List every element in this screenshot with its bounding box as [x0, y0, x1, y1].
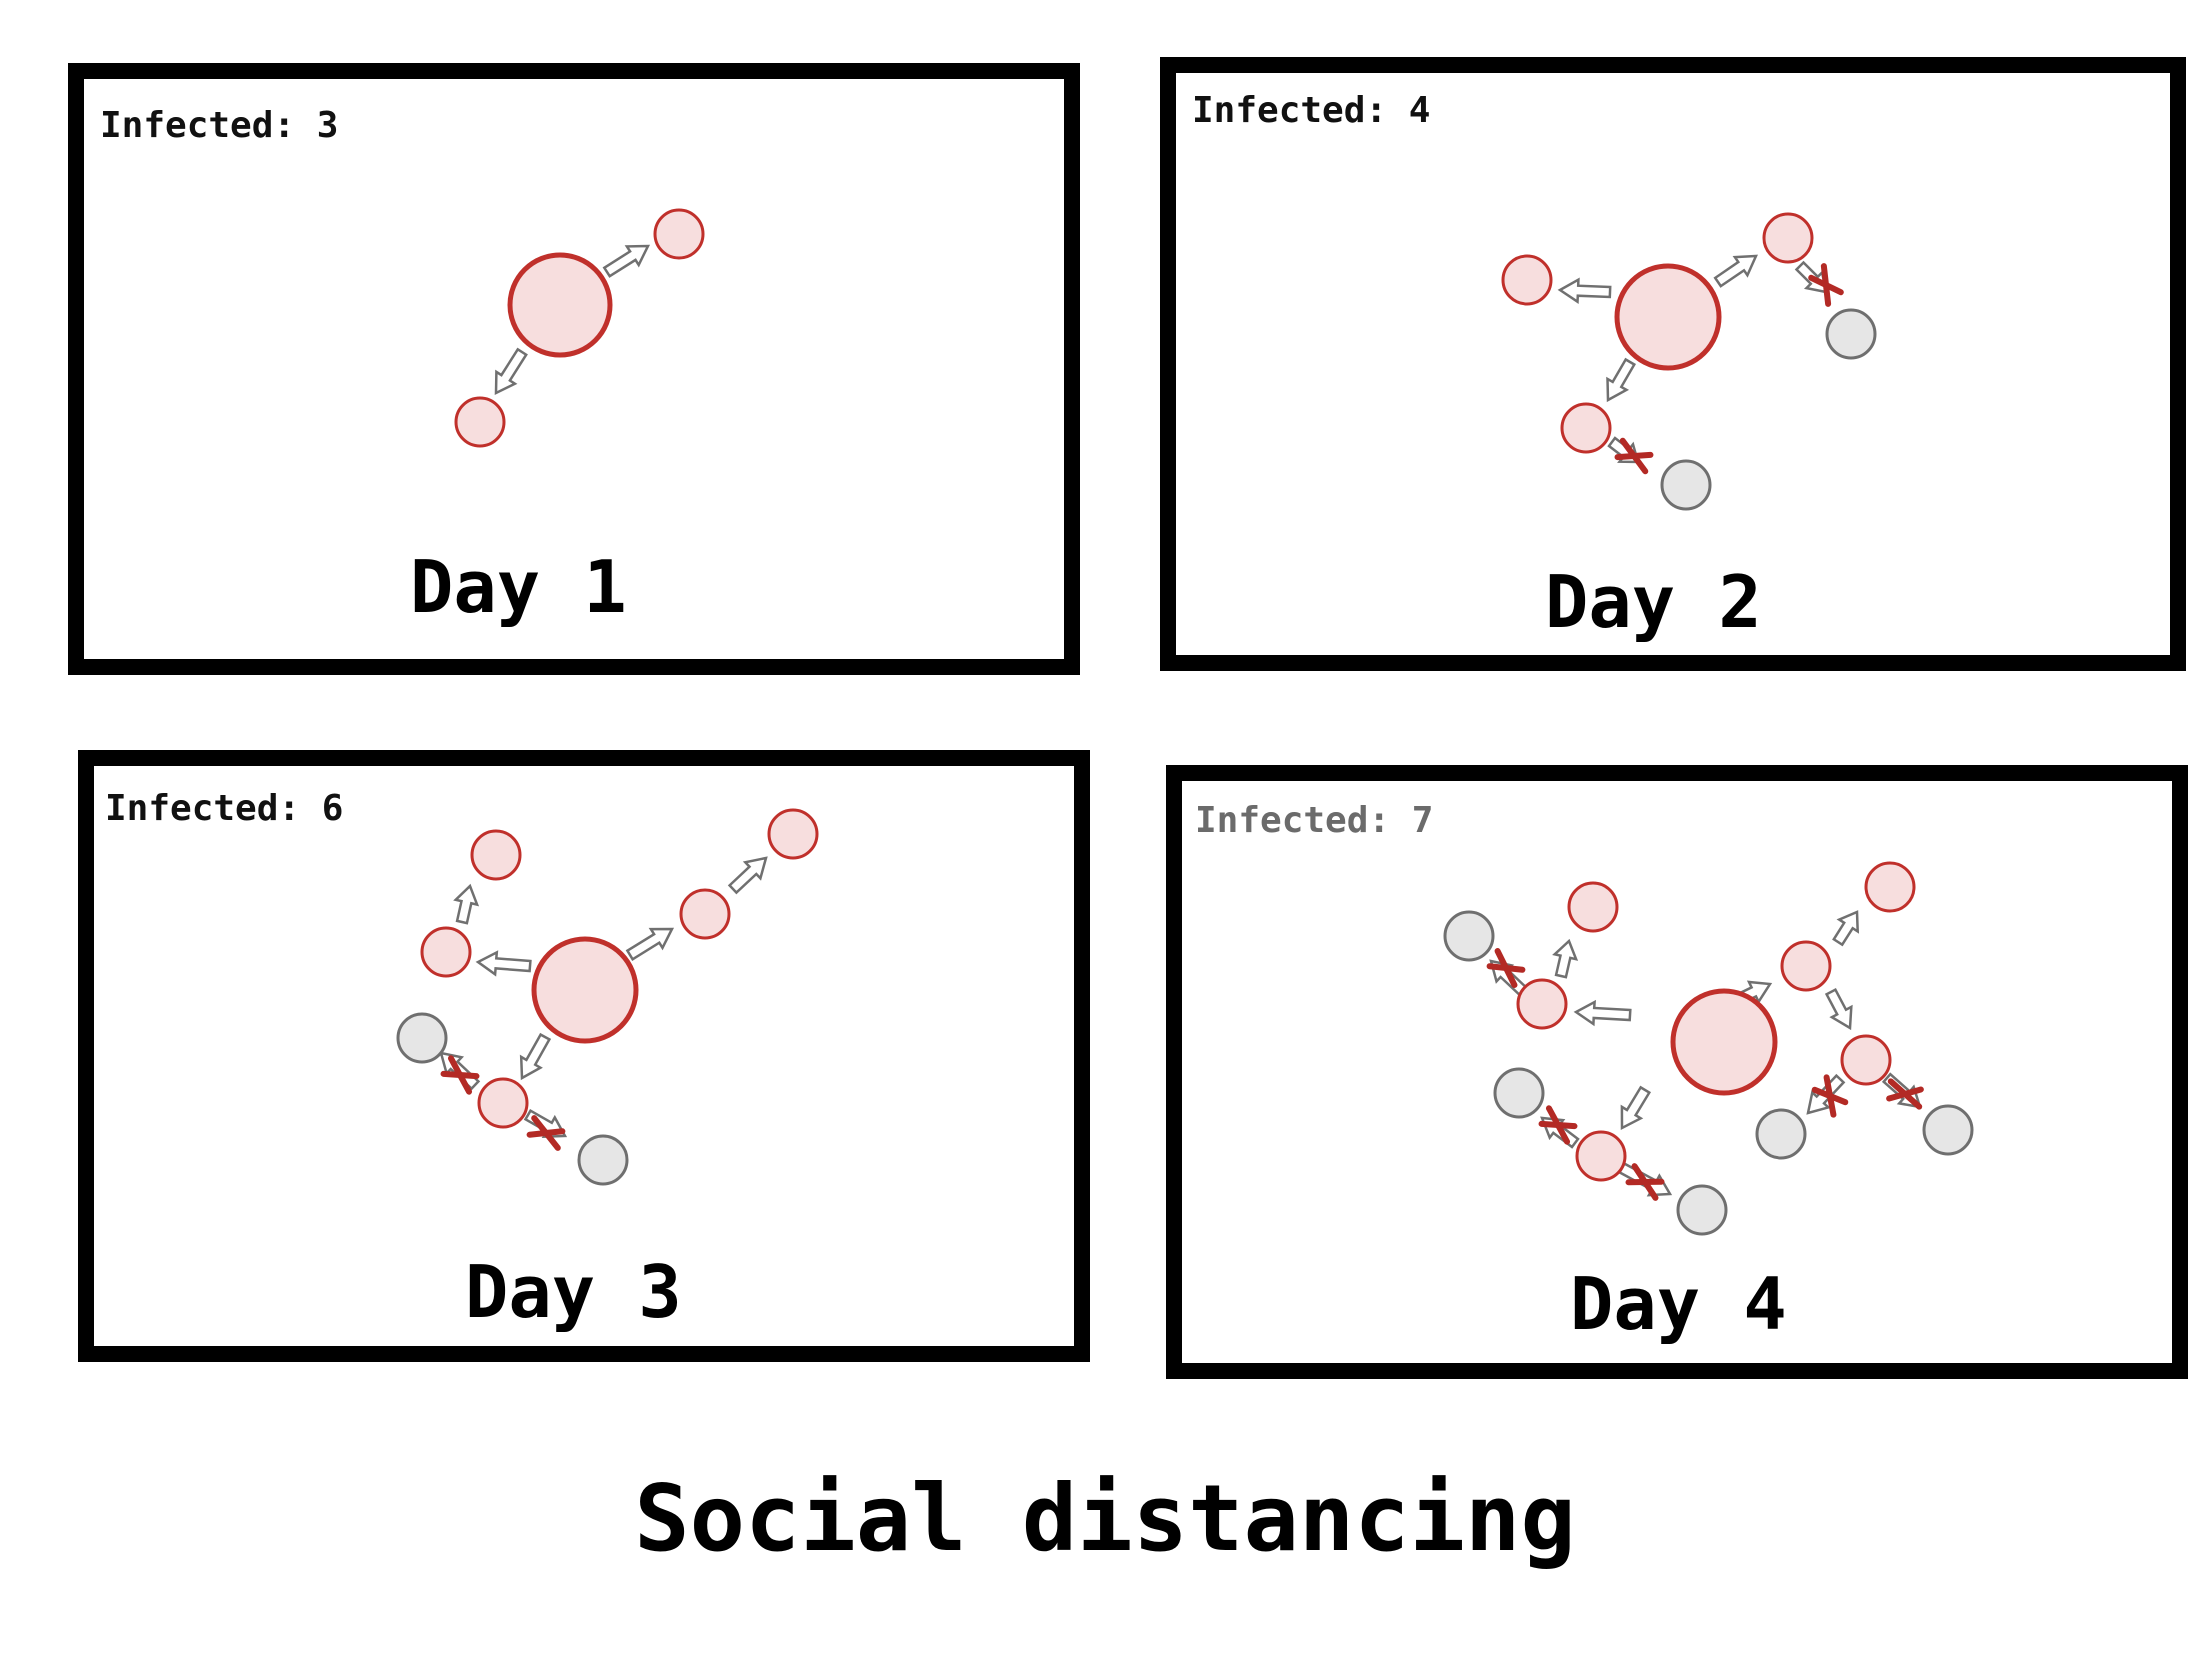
block-mark-stroke-b	[1619, 437, 1649, 475]
infected-node	[1864, 861, 1916, 913]
infected-count-day-2: Infected: 4	[1192, 90, 1431, 131]
infected-node	[1840, 1034, 1892, 1086]
arrow-2	[1573, 999, 1632, 1027]
infected-count-day-4: Infected: 7	[1195, 800, 1434, 841]
healthy-node	[1660, 459, 1712, 511]
block-mark	[1811, 1074, 1849, 1118]
block-mark-stroke-b	[531, 1115, 561, 1151]
arrow-6	[1552, 938, 1579, 979]
infected-node	[1575, 1130, 1627, 1182]
infected-count-day-3: Infected: 6	[105, 788, 344, 829]
block-mark	[440, 1055, 480, 1095]
arrow-1	[1713, 254, 1758, 288]
block-mark	[526, 1115, 566, 1151]
infected-node-source	[531, 936, 639, 1044]
day-label-4: Day 4	[1570, 1262, 1787, 1346]
network-day-1	[454, 208, 705, 448]
network-day-2	[1501, 212, 1877, 511]
infected-node	[454, 396, 506, 448]
healthy-node	[577, 1134, 629, 1186]
healthy-node	[1676, 1184, 1728, 1236]
block-mark-stroke-b	[1820, 263, 1832, 307]
arrow-4	[519, 1032, 552, 1081]
infected-node	[420, 926, 472, 978]
block-mark-stroke-b	[1631, 1163, 1659, 1201]
infected-node-source	[507, 252, 613, 358]
infected-node	[1516, 978, 1568, 1030]
healthy-node	[1755, 1108, 1807, 1160]
infected-node	[1560, 402, 1612, 454]
healthy-node	[1493, 1067, 1545, 1119]
figure-title: Social distancing	[634, 1465, 1576, 1572]
block-mark-stroke-b	[1494, 948, 1518, 988]
block-mark	[1886, 1078, 1924, 1110]
arrow-2	[494, 347, 528, 396]
healthy-node	[1443, 910, 1495, 962]
network-day-3	[396, 808, 819, 1186]
arrow-1	[602, 244, 651, 278]
infected-node-source	[1670, 988, 1778, 1096]
infected-node	[477, 1077, 529, 1129]
block-mark	[1538, 1105, 1578, 1145]
arrow-3	[475, 950, 532, 977]
arrow-2	[1557, 277, 1612, 304]
infected-node	[1762, 212, 1814, 264]
arrow-3	[1620, 1085, 1652, 1131]
infected-node	[470, 829, 522, 881]
panel-day-4	[1166, 765, 2188, 1379]
healthy-node	[1825, 308, 1877, 360]
arrow-5	[1824, 988, 1853, 1031]
infected-node-source	[1614, 263, 1722, 371]
infected-count-day-1: Infected: 3	[100, 105, 339, 146]
block-mark	[1614, 437, 1654, 475]
infected-node	[767, 808, 819, 860]
panel-day-1	[68, 63, 1080, 675]
block-mark-stroke-b	[447, 1055, 473, 1095]
arrow-1	[625, 927, 675, 962]
infected-node	[1780, 940, 1832, 992]
infected-node	[1567, 881, 1619, 933]
arrow-5	[453, 883, 480, 925]
arrow-3	[1606, 357, 1637, 403]
arrow-4	[1832, 910, 1860, 947]
day-label-1: Day 1	[410, 545, 627, 629]
day-label-2: Day 2	[1545, 560, 1762, 644]
block-mark-stroke-b	[1823, 1074, 1837, 1118]
block-mark	[1486, 948, 1526, 988]
block-mark	[1808, 263, 1844, 307]
arrow-2	[727, 856, 768, 895]
block-mark-stroke-b	[1887, 1078, 1923, 1110]
infected-node	[679, 888, 731, 940]
infected-node	[1501, 254, 1553, 306]
day-label-3: Day 3	[465, 1250, 682, 1334]
panel-day-3	[78, 750, 1090, 1362]
healthy-node	[1922, 1104, 1974, 1156]
block-mark-stroke-b	[1545, 1105, 1571, 1145]
block-mark	[1625, 1163, 1665, 1201]
network-day-4	[1443, 861, 1974, 1236]
infected-node	[653, 208, 705, 260]
healthy-node	[396, 1012, 448, 1064]
